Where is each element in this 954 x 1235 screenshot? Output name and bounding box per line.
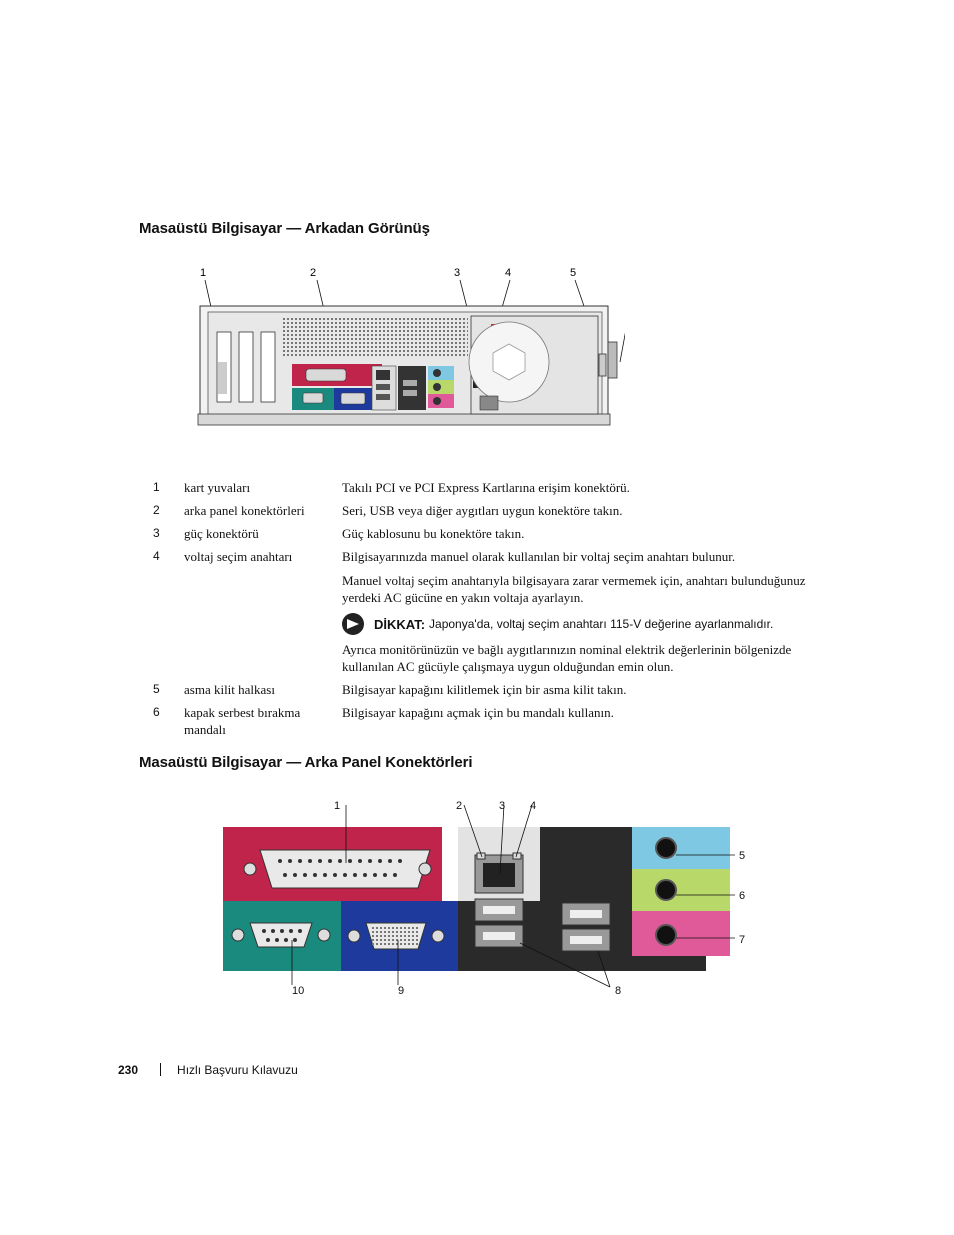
row-number: 5: [153, 682, 160, 696]
callout-6: 6: [739, 890, 745, 902]
footer-title: Hızlı Başvuru Kılavuzu: [177, 1063, 298, 1077]
callout-5: 5: [739, 850, 745, 862]
row-label: kapak serbest bırakma mandalı: [184, 705, 301, 737]
row-label: güç konektörü: [184, 526, 259, 541]
row-description: Seri, USB veya diğer aygıtları uygun kon…: [342, 503, 623, 518]
row-description-extra: Manuel voltaj seçim anahtarıyla bilgisay…: [342, 573, 806, 605]
back-panel-figure: 1 2 3 4 5 6 7 10 9 8: [223, 800, 745, 997]
callout-4: 4: [505, 267, 511, 279]
callout-9: 9: [398, 985, 404, 997]
callout-8: 8: [615, 985, 621, 997]
callout-1: 1: [200, 267, 206, 279]
table-row: 1 kart yuvaları Takılı PCI ve PCI Expres…: [150, 476, 810, 499]
row-description: Bilgisayar kapağını açmak için bu mandal…: [342, 705, 614, 720]
row-number: 6: [153, 705, 160, 719]
table-row: 2 arka panel konektörleri Seri, USB veya…: [150, 499, 810, 522]
callout-4: 4: [530, 800, 536, 812]
row-number: 4: [153, 549, 160, 563]
callout-10: 10: [292, 985, 304, 997]
rear-view-figure: 1 2 3 4 5 6: [197, 267, 625, 426]
table-row: 5 asma kilit halkası Bilgisayar kapağını…: [150, 678, 810, 701]
row-label: kart yuvaları: [184, 480, 251, 495]
table-row: 3 güç konektörü Güç kablosunu bu konektö…: [150, 522, 810, 545]
page-number: 230: [118, 1063, 139, 1077]
table-row: 4 voltaj seçim anahtarı Bilgisayarınızda…: [150, 545, 810, 678]
row-description: Takılı PCI ve PCI Express Kartlarına eri…: [342, 480, 630, 495]
row-number: 2: [153, 503, 160, 517]
callout-1: 1: [334, 800, 340, 812]
row-description: Güç kablosunu bu konektöre takın.: [342, 526, 525, 541]
notice-text: Japonya'da, voltaj seçim anahtarı 115-V …: [429, 616, 774, 631]
notice-icon: [342, 613, 364, 635]
table-row: 6 kapak serbest bırakma mandalı Bilgisay…: [150, 701, 810, 741]
row-number: 1: [153, 480, 160, 494]
row-description-block: Bilgisayarınızda manuel olarak kullanıla…: [342, 545, 810, 678]
row-label: arka panel konektörleri: [184, 503, 305, 518]
page-footer: 230 Hızlı Başvuru Kılavuzu: [118, 1063, 298, 1077]
row-description-extra: Ayrıca monitörünüzün ve bağlı aygıtların…: [342, 642, 792, 674]
footer-divider: [160, 1063, 162, 1076]
callout-3: 3: [454, 267, 460, 279]
row-label: voltaj seçim anahtarı: [184, 549, 293, 564]
notice-label: DİKKAT:: [374, 616, 426, 632]
notice: DİKKAT: Japonya'da, voltaj seçim anahtar…: [342, 613, 810, 635]
callout-7: 7: [739, 934, 745, 946]
row-description: Bilgisayar kapağını kilitlemek için bir …: [342, 682, 627, 697]
row-description: Bilgisayarınızda manuel olarak kullanıla…: [342, 549, 736, 564]
section-title-rear-view: Masaüstü Bilgisayar — Arkadan Görünüş: [139, 220, 430, 237]
section-title-back-panel: Masaüstü Bilgisayar — Arka Panel Konektö…: [139, 754, 473, 771]
callout-2: 2: [310, 267, 316, 279]
callout-2: 2: [456, 800, 462, 812]
callout-5: 5: [570, 267, 576, 279]
callout-3: 3: [499, 800, 505, 812]
row-label: asma kilit halkası: [184, 682, 275, 697]
row-number: 3: [153, 526, 160, 540]
component-table: 1 kart yuvaları Takılı PCI ve PCI Expres…: [150, 476, 810, 741]
